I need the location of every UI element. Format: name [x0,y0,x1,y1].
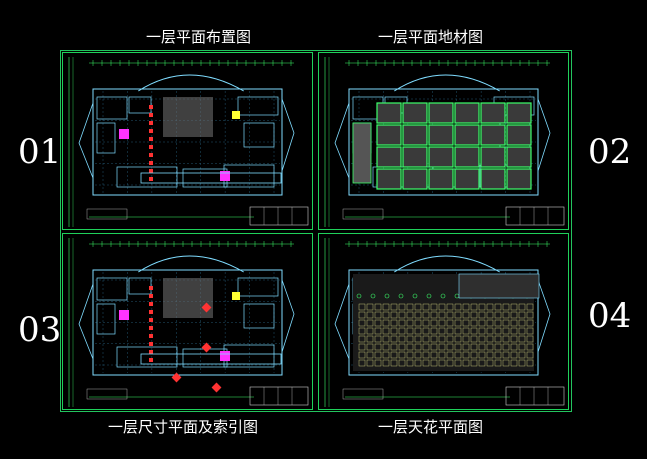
sheet-number-01: 01 [18,132,62,172]
floor-plan-ceiling [324,238,565,407]
sheet-number-03: 03 [18,310,62,350]
caption-sheet-01: 一层平面布置图 [146,28,252,46]
sheet-number-02: 02 [588,132,632,172]
drawing-sheet-01[interactable] [62,52,313,230]
drawing-sheet-04[interactable] [318,233,569,410]
floor-plan-layout [68,57,309,227]
drawing-sheet-02[interactable] [318,52,569,230]
caption-sheet-02: 一层平面地材图 [378,28,484,46]
caption-sheet-03: 一层尺寸平面及索引图 [108,418,259,436]
sheet-number-04: 04 [588,296,632,336]
floor-plan-dimension [68,238,309,407]
drawing-frame [60,50,572,412]
floor-plan-material [324,57,565,227]
caption-sheet-04: 一层天花平面图 [378,418,484,436]
drawing-sheet-03[interactable] [62,233,313,410]
